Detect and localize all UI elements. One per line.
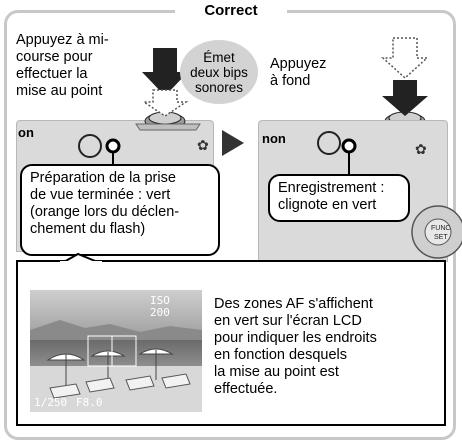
svg-text:200: 200 bbox=[150, 306, 170, 319]
svg-text:SET: SET bbox=[434, 234, 448, 241]
svg-text:ISO: ISO bbox=[150, 294, 170, 307]
af-description: Des zones AF s'affichent en vert sur l'é… bbox=[214, 296, 377, 397]
panel-title: Correct bbox=[175, 2, 287, 20]
control-dial bbox=[411, 205, 462, 259]
svg-text:✿: ✿ bbox=[197, 137, 209, 153]
lcd-screen-photo: ISO 200 1/250 F8.0 bbox=[30, 290, 202, 412]
full-press-instruction: Appuyez à fond bbox=[270, 56, 327, 89]
focus-ready-callout: Préparation de la prise de vue terminée … bbox=[20, 164, 220, 256]
beach-umbrellas bbox=[46, 348, 174, 388]
dotted-down-arrow-left bbox=[141, 89, 189, 117]
func-set-label: FUNC bbox=[431, 225, 450, 232]
dotted-down-arrow-right bbox=[381, 37, 429, 80]
af-frame-center bbox=[111, 335, 137, 367]
lcd-aperture: F8.0 bbox=[76, 396, 103, 409]
beach-chairs bbox=[49, 373, 191, 399]
camera-brand-left: on bbox=[18, 125, 34, 140]
lcd-shutter-speed: 1/250 bbox=[34, 396, 67, 409]
two-beeps-bubble: Émet deux bips sonores bbox=[180, 40, 258, 104]
next-step-arrow bbox=[222, 130, 244, 156]
solid-down-arrow-right bbox=[382, 80, 428, 116]
solid-down-arrow-left bbox=[142, 48, 188, 96]
svg-text:✿: ✿ bbox=[415, 141, 427, 157]
lamp-outer-left bbox=[78, 134, 102, 158]
camera-brand-right: non bbox=[262, 131, 286, 146]
half-press-instruction: Appuyez à mi- course pour effectuer la m… bbox=[16, 32, 109, 99]
recording-callout: Enregistrement : clignote en vert bbox=[268, 174, 410, 222]
